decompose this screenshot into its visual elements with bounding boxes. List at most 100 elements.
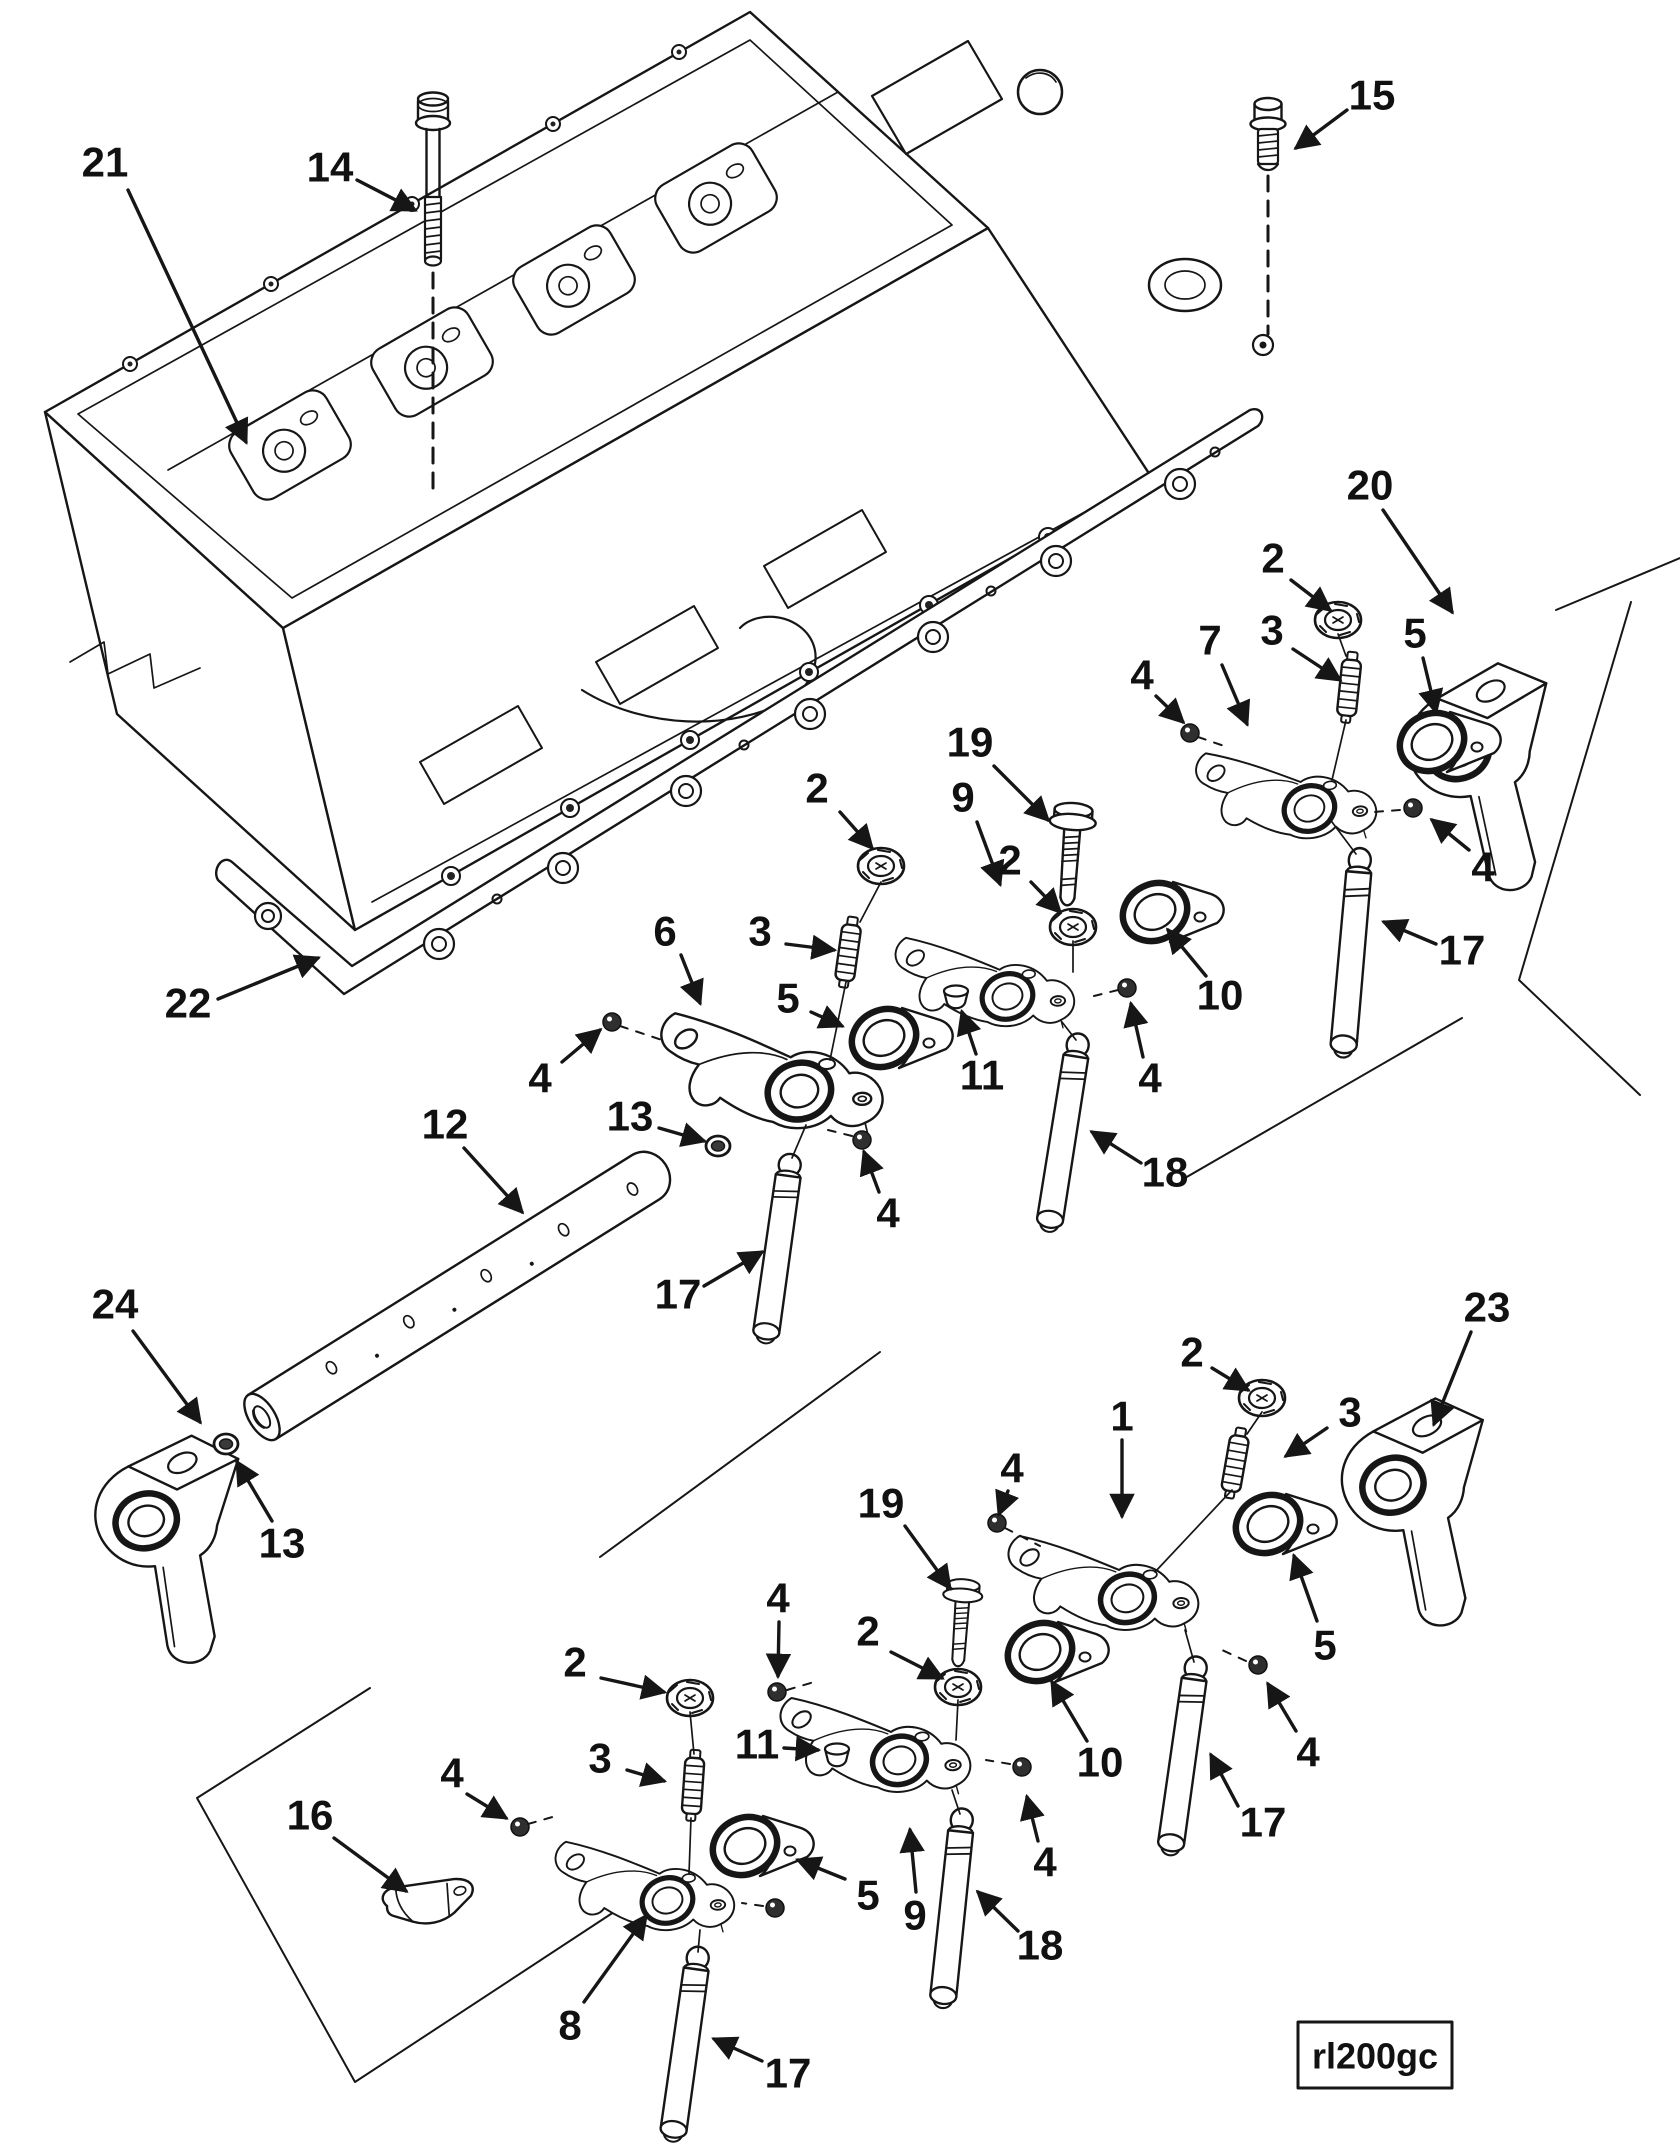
callout-label: 17 [1240,1799,1287,1846]
flange-nut [665,1678,715,1718]
callout-label: 7 [1198,617,1221,664]
callout-label: 17 [765,2050,812,2097]
callout-label: 9 [903,1892,926,1939]
callout-label: 4 [1000,1445,1024,1492]
callout-8: 8 [558,1913,648,2049]
plane-lines [196,557,1680,2083]
rocker-arm-6 [661,1006,884,1140]
callout-9: 9 [951,774,1005,887]
cam-follower-16 [379,1863,481,1937]
callout-label: 4 [1296,1729,1320,1776]
callout-label: 23 [1464,1284,1511,1331]
figure-code-box [1296,2020,1454,2090]
check-ball [1012,1757,1032,1777]
callout-label: 10 [1077,1739,1124,1786]
retainer-clip [942,984,970,1010]
callout-2: 2 [1261,535,1333,612]
callout-4: 4 [859,1149,900,1237]
callout-label: 2 [805,765,828,812]
rocker-arm-9b [779,1686,972,1806]
shaft-plug [704,1134,732,1158]
callout-4: 4 [1020,1793,1057,1886]
callout-label: 4 [1138,1055,1162,1102]
callout-label: 2 [856,1608,879,1655]
callout-label: 3 [1338,1389,1361,1436]
check-ball [1117,978,1137,998]
check-ball [602,1012,622,1032]
callout-label: 3 [1260,607,1283,654]
callout-label: 17 [1439,927,1486,974]
callout-3: 3 [1283,1389,1362,1458]
callout-4: 4 [1429,817,1495,891]
retainer-clip [823,1742,851,1768]
callout-2: 2 [856,1608,945,1680]
rocker-shaft [243,1150,672,1442]
figure-code: rl200gc [1296,2020,1454,2090]
callout-label: 2 [1180,1329,1203,1376]
check-ball [510,1817,530,1837]
callout-4: 4 [995,1445,1024,1517]
callout-2: 2 [805,765,875,851]
callout-label: 5 [1313,1622,1336,1669]
adjusting-screw [1218,1425,1252,1501]
callout-5: 5 [795,1856,880,1919]
push-rod-18-mid [1034,1030,1094,1236]
callout-label: 19 [947,719,994,766]
callout-label: 2 [998,837,1021,884]
callout-label: 11 [735,1721,779,1768]
callout-17: 17 [1209,1752,1287,1846]
flange-nut [1048,907,1098,947]
push-rod-17-br [1155,1653,1212,1859]
callout-label: 12 [422,1101,469,1148]
adjusting-screw [679,1748,707,1823]
check-ball [987,1513,1007,1533]
callout-label: 9 [951,774,974,821]
flange-nut [856,846,906,886]
cover-gasket [215,408,1264,996]
callout-label: 4 [440,1750,464,1797]
callout-label: 11 [960,1052,1004,1099]
check-ball [1248,1655,1268,1675]
callout-3: 3 [1260,607,1343,682]
callout-label: 10 [1197,972,1244,1019]
callout-label: 6 [653,908,676,955]
cup-5-bottom [703,1806,814,1885]
callout-2: 2 [563,1639,668,1700]
callout-label: 18 [1017,1922,1064,1969]
callout-label: 4 [1130,652,1154,699]
end-bolt-15 [1249,96,1287,357]
callouts: 21 14 15 20 2 3 5 7 4 4 17 19 2 9 2 10 1… [82,72,1511,2097]
adjusting-screw [832,914,864,990]
callout-20: 20 [1347,462,1454,615]
callout-22: 22 [165,954,321,1027]
cup-10-br [998,1612,1109,1691]
callout-5: 5 [1403,610,1444,716]
cup-5-br [1226,1484,1337,1563]
rocker-arm-8 [554,1830,736,1943]
push-rod-17-right [1328,845,1376,1060]
check-ball [852,1130,872,1150]
callout-19: 19 [947,719,1051,823]
callout-label: 15 [1349,72,1396,119]
check-ball [767,1682,787,1702]
callout-label: 24 [92,1281,139,1328]
assembly-axis-lines [527,633,1401,1953]
rocker-arm-7 [1194,736,1379,855]
callout-12: 12 [422,1101,525,1215]
figure-code-label: rl200gc [1312,2036,1438,2077]
callout-2: 2 [1180,1329,1251,1392]
callout-3: 3 [588,1735,668,1787]
callout-4: 4 [440,1750,509,1820]
gasket-ears [253,446,1221,961]
callout-label: 21 [82,139,129,186]
callout-label: 5 [1403,610,1426,657]
callout-label: 20 [1347,462,1394,509]
mounting-bolt-19 [937,1576,985,1669]
diagram-art [43,10,1680,2145]
callout-21: 21 [82,139,249,445]
mounting-bolt-19 [1042,800,1099,909]
adjusting-screw [1334,649,1364,725]
callout-18: 18 [1089,1130,1188,1196]
callout-17: 17 [655,1250,765,1318]
